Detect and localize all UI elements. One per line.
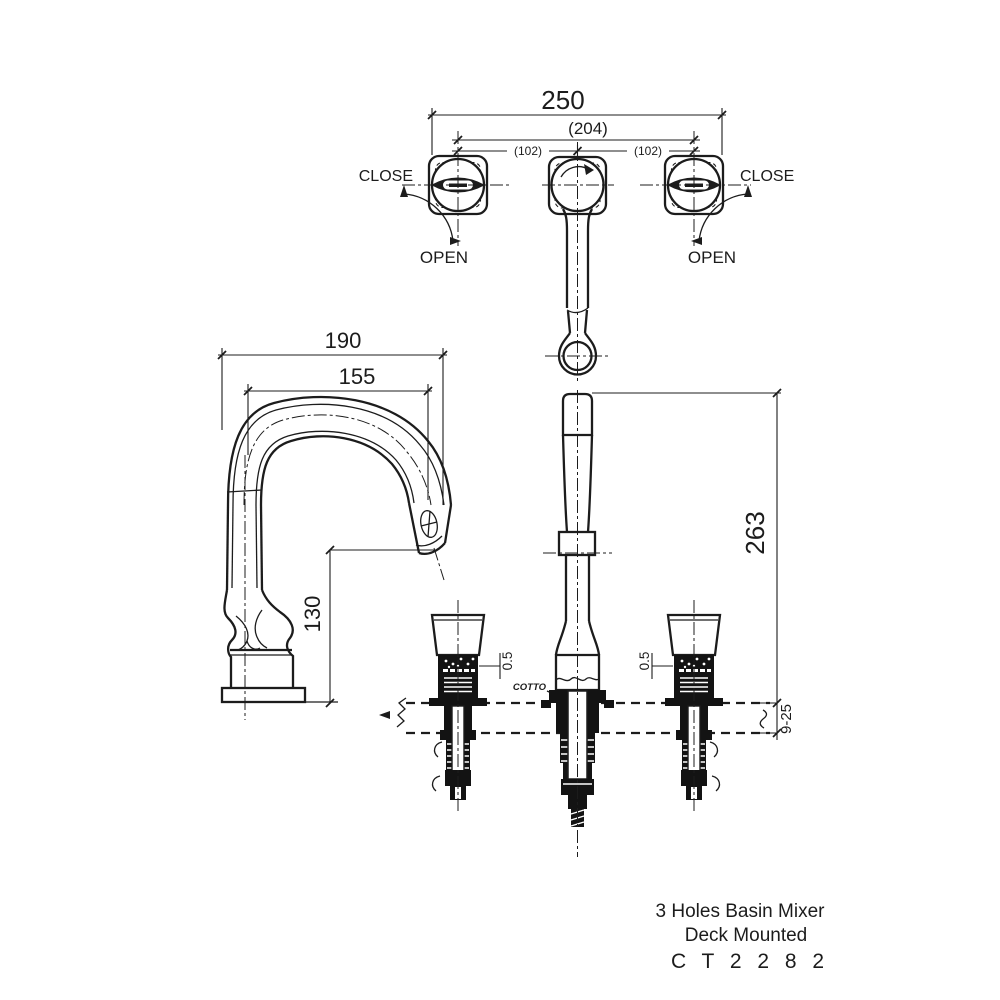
left-valve-flange <box>429 698 487 706</box>
dim-handle-spacing: (204) <box>452 119 700 145</box>
side-view: 190 155 <box>217 328 453 708</box>
spout-side-profile <box>220 395 453 704</box>
dim-overall-height: 263 <box>592 388 782 708</box>
dim-925-label: 9-25 <box>778 704 795 734</box>
dim-130-label: 130 <box>300 596 325 633</box>
spout-tip-side <box>407 502 453 555</box>
tube-break-line <box>226 489 263 493</box>
break-wave <box>555 676 600 682</box>
hose-hook <box>711 775 721 792</box>
dim-250-label: 250 <box>541 85 584 115</box>
dim-gap-left: 0.5 <box>479 652 515 679</box>
open-label-right: OPEN <box>688 248 736 267</box>
left-handle-rotation: CLOSE OPEN <box>359 168 468 267</box>
title-product: 3 Holes Basin Mixer <box>656 901 826 922</box>
title-block: 3 Holes Basin Mixer Deck Mounted C T 2 2… <box>656 901 829 973</box>
brand-mark: COTTO <box>513 682 547 693</box>
dim-05-left-label: 0.5 <box>500 652 515 671</box>
dim-155-label: 155 <box>339 364 376 389</box>
dim-190-label: 190 <box>325 328 362 353</box>
dim-spout-height: 130 <box>300 545 436 708</box>
spout-body-side <box>220 589 338 704</box>
top-view: 250 (204) (102) (102) <box>359 85 794 376</box>
hose-hook <box>433 741 443 758</box>
dim-overall-width: 250 <box>427 85 727 155</box>
dim-05-right-label: 0.5 <box>637 652 652 671</box>
dim-half-spacing: (102) (102) <box>452 144 700 160</box>
front-view: COTTO <box>379 388 795 827</box>
dim-102-left-label: (102) <box>514 144 542 158</box>
dim-204-label: (204) <box>568 119 608 138</box>
open-label-left: OPEN <box>420 248 468 267</box>
hose-hook <box>431 775 441 792</box>
spout-base-plate <box>220 686 307 704</box>
title-mounting: Deck Mounted <box>685 925 808 946</box>
spout-front: COTTO <box>513 392 614 827</box>
centerlines <box>244 131 751 857</box>
right-handle-rotation: CLOSE OPEN <box>688 168 794 267</box>
right-valve-flange <box>665 698 723 706</box>
hose-hook <box>709 741 719 758</box>
close-label-left: CLOSE <box>359 168 413 185</box>
title-model-code: C T 2 2 8 2 <box>671 950 829 973</box>
close-label-right: CLOSE <box>740 168 794 185</box>
dim-deck-thickness: 9-25 <box>772 703 795 740</box>
dim-263-label: 263 <box>740 511 770 554</box>
dim-102-right-label: (102) <box>634 144 662 158</box>
dim-gap-right: 0.5 <box>637 652 673 679</box>
approx-tilde <box>759 709 768 729</box>
dim-overall-depth: 190 <box>217 328 448 505</box>
